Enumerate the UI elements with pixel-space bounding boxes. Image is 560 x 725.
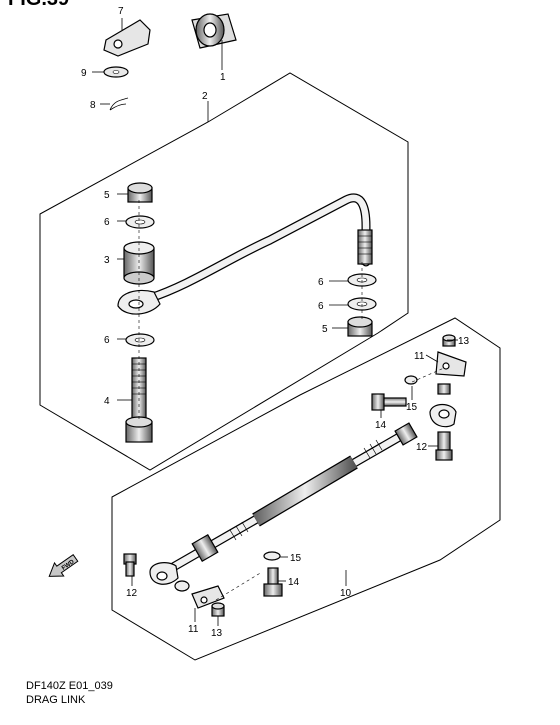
bolt-12b (123, 553, 137, 577)
drag-link-rod (117, 193, 373, 315)
callout-6b: 6 (318, 277, 324, 288)
assembly-leaders (138, 200, 445, 601)
upper-assembly-frame (39, 72, 409, 471)
callout-10: 10 (340, 588, 352, 599)
lower-assembly-frame (111, 317, 501, 661)
callout-13b: 13 (211, 628, 223, 639)
washer-15b (263, 551, 281, 561)
callout-14a: 14 (375, 420, 387, 431)
callout-11a: 11 (414, 351, 425, 362)
fwd-arrow-icon: FWD (48, 553, 79, 577)
callout-3: 3 (104, 255, 110, 266)
callout-6a: 6 (104, 217, 110, 228)
nut-13a (442, 334, 456, 347)
callout-12a: 12 (416, 442, 428, 453)
figure-name: DRAG LINK (26, 694, 86, 706)
nut-13b (211, 602, 225, 617)
callout-4: 4 (104, 396, 110, 407)
callout-leaders (92, 18, 458, 626)
callout-2: 2 (202, 91, 208, 102)
callout-8: 8 (90, 100, 96, 111)
cotter-pin (109, 97, 129, 111)
washer-15a (404, 375, 418, 385)
callout-5b: 5 (322, 324, 328, 335)
callout-5a: 5 (104, 190, 110, 201)
model-code: DF140Z E01_039 (26, 680, 113, 692)
callout-1: 1 (220, 72, 226, 83)
bolt-12a (435, 431, 453, 461)
callout-13a: 13 (458, 336, 470, 347)
callout-7: 7 (118, 6, 124, 17)
figure-title: FIG.39 (8, 0, 69, 11)
nut-5b (347, 316, 373, 337)
callout-15a: 15 (406, 402, 418, 413)
callout-labels: 1 2 7 9 8 5 6 3 6 6 5 6 4 13 11 15 14 12… (81, 6, 470, 639)
callout-9: 9 (81, 68, 87, 79)
callout-11b: 11 (188, 624, 199, 635)
bolt-14a (371, 393, 407, 411)
callout-12b: 12 (126, 588, 138, 599)
callout-6d: 6 (104, 335, 110, 346)
bracket-11b (174, 580, 225, 609)
callout-15b: 15 (290, 553, 302, 564)
nut-5a (127, 182, 153, 203)
bracket-11a (435, 351, 467, 395)
bolt-14b (263, 567, 283, 597)
callout-6c: 6 (318, 301, 324, 312)
cable-assembly (149, 403, 457, 585)
collar-part (191, 13, 237, 49)
bracket-part (103, 19, 151, 57)
callout-14b: 14 (288, 577, 300, 588)
